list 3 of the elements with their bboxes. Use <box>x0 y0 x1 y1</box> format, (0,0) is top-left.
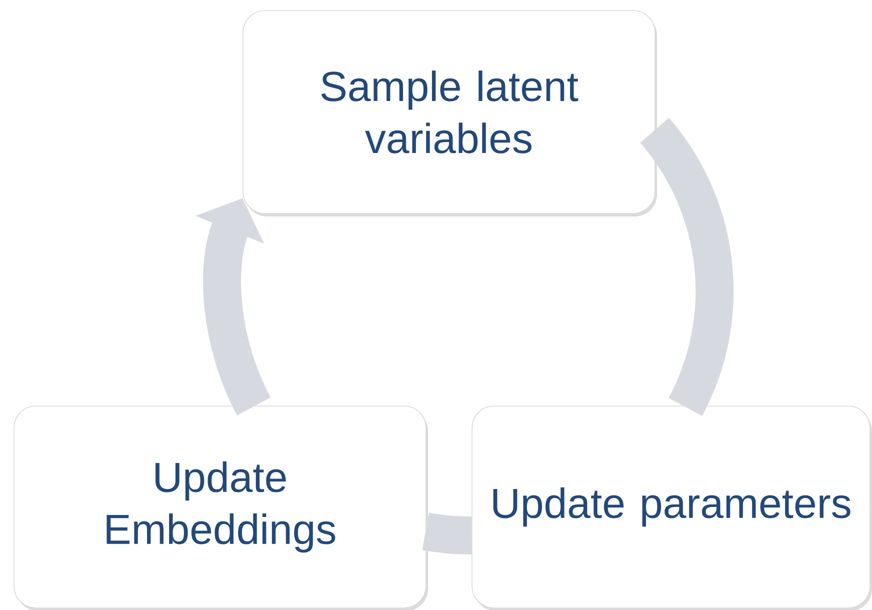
process-box: Update parameters <box>472 406 872 610</box>
process-box: Sample latent variables <box>242 10 657 216</box>
process-box: Update Embeddings <box>14 406 428 610</box>
